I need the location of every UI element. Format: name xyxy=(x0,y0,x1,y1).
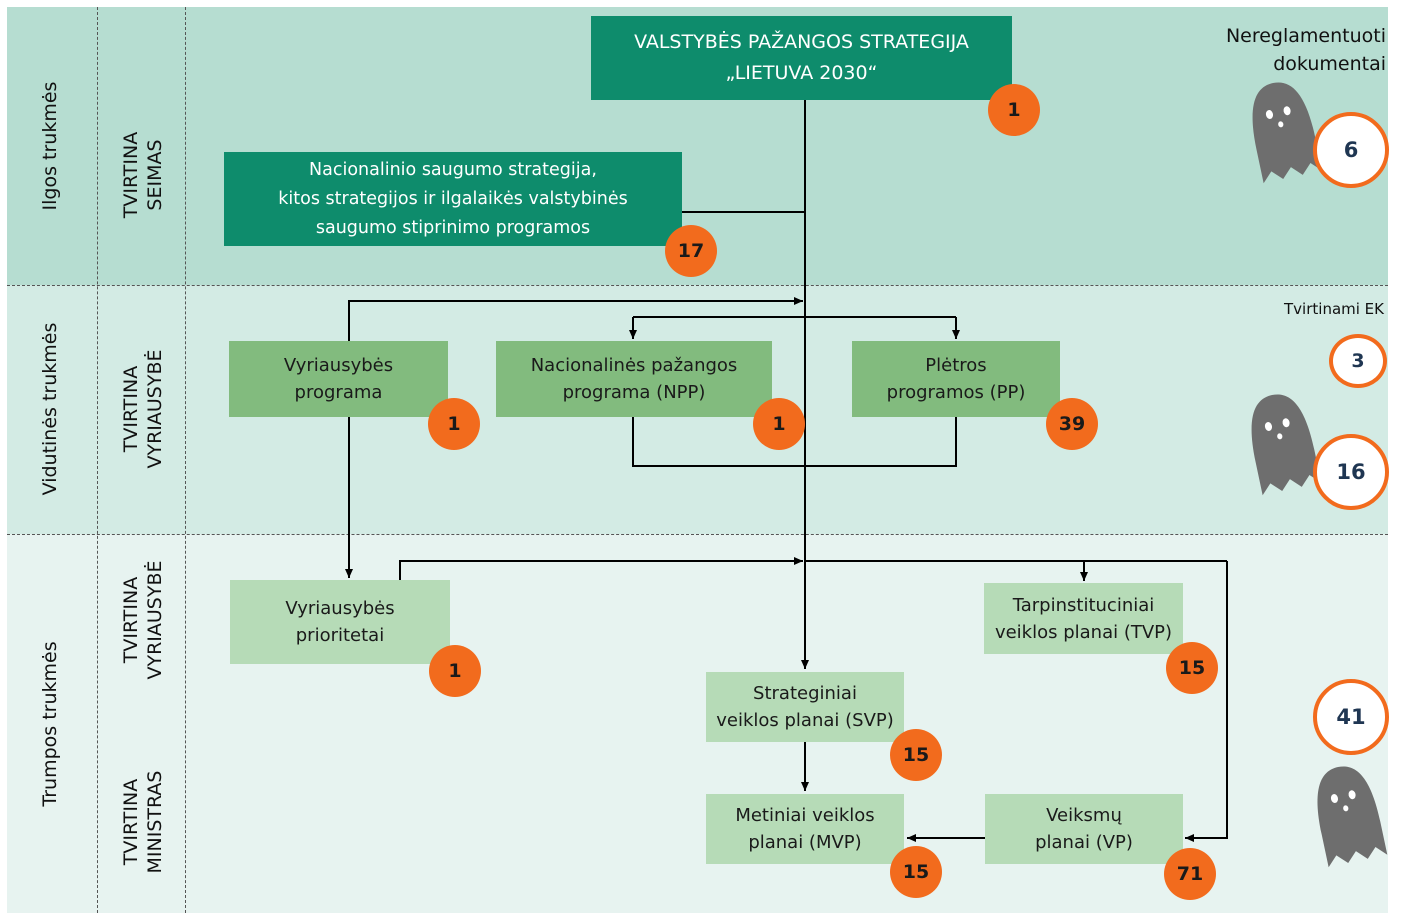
vp-box: Veiksmų planai (VP) xyxy=(985,794,1183,864)
count-badge-mvp: 15 xyxy=(890,846,942,898)
unregulated-documents-label: Nereglamentuoti dokumentai xyxy=(1225,25,1386,75)
count-badge-npp: 1 xyxy=(753,398,805,450)
count-badge-security-strategy: 17 xyxy=(665,225,717,277)
column-divider xyxy=(97,7,98,913)
tvp-box: Tarpinstituciniai veiklos planai (TVP) xyxy=(984,583,1183,654)
government-programme-box: Vyriausybės programa xyxy=(229,341,448,417)
security-strategy-box: Nacionalinio saugumo strategija, kitos s… xyxy=(224,152,682,246)
count-badge-tvp: 15 xyxy=(1166,642,1218,694)
count-badge-state-strategy: 1 xyxy=(988,84,1040,136)
count-badge-development-programmes: 39 xyxy=(1046,398,1098,450)
unregulated-long-count: 6 xyxy=(1313,112,1389,188)
unregulated-mid-count: 16 xyxy=(1313,434,1389,510)
ek-approved-label: Tvirtinami EK xyxy=(1284,300,1384,318)
count-badge-government-priorities: 1 xyxy=(429,645,481,697)
state-strategy-box: VALSTYBĖS PAŽANGOS STRATEGIJA „LIETUVA 2… xyxy=(591,16,1012,100)
count-badge-vp: 71 xyxy=(1164,848,1216,900)
count-badge-government-programme: 1 xyxy=(428,398,480,450)
development-programmes-box: Plėtros programos (PP) xyxy=(852,341,1060,417)
band-divider xyxy=(7,534,1388,535)
band-divider xyxy=(7,285,1388,286)
ek-approved-count: 3 xyxy=(1329,334,1387,388)
column-divider xyxy=(185,7,186,913)
government-priorities-box: Vyriausybės prioritetai xyxy=(230,580,450,664)
mvp-box: Metiniai veiklos planai (MVP) xyxy=(706,794,904,864)
npp-box: Nacionalinės pažangos programa (NPP) xyxy=(496,341,772,417)
unregulated-short-count: 41 xyxy=(1313,679,1389,755)
svp-box: Strateginiai veiklos planai (SVP) xyxy=(706,672,904,742)
count-badge-svp: 15 xyxy=(890,729,942,781)
